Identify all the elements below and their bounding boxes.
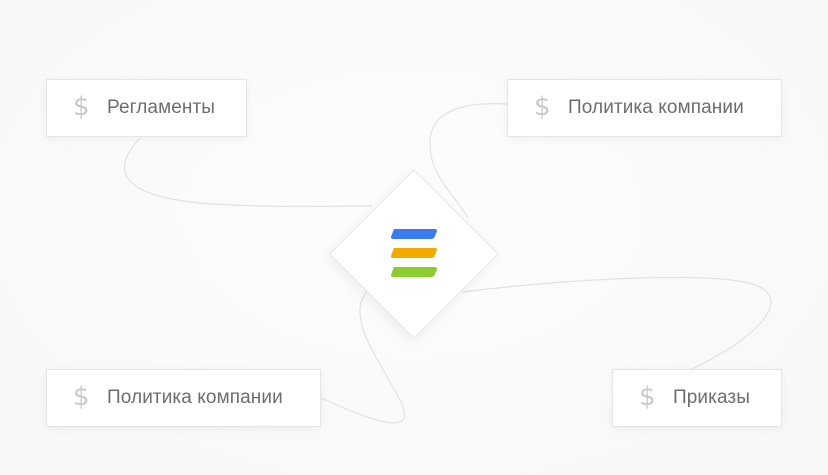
dollar-icon: $	[639, 382, 656, 412]
stacked-layers-logo-icon	[391, 229, 437, 277]
dollar-icon: $	[534, 92, 551, 122]
connector-bottom-right	[461, 276, 772, 371]
card-politika-kompanii-bottom[interactable]: $ Политика компании	[46, 369, 321, 427]
card-reglamenty[interactable]: $ Регламенты	[46, 79, 247, 137]
dollar-icon: $	[73, 92, 90, 122]
card-label: Политика компании	[107, 387, 283, 408]
connector-top-left	[123, 137, 373, 207]
logo-layer-blue	[391, 229, 437, 239]
card-label: Политика компании	[568, 97, 744, 118]
logo-layer-orange	[391, 248, 437, 258]
card-label: Приказы	[673, 387, 750, 408]
connector-top-right	[429, 103, 508, 219]
card-prikazy[interactable]: $ Приказы	[612, 369, 782, 427]
dollar-icon: $	[73, 382, 90, 412]
card-label: Регламенты	[107, 97, 216, 118]
logo-layer-green	[391, 267, 437, 277]
card-politika-kompanii-top[interactable]: $ Политика компании	[507, 79, 782, 137]
